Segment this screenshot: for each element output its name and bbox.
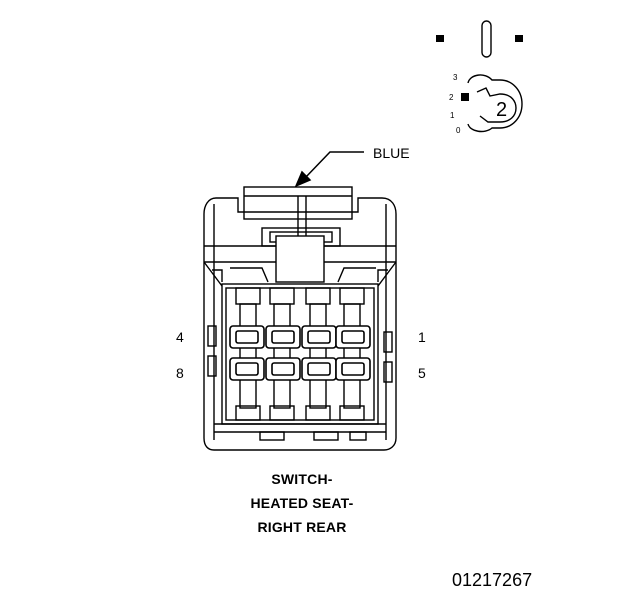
- connector-title-line-2: HEATED SEAT-: [251, 495, 354, 511]
- side-key-right-top: [383, 331, 393, 353]
- terminal-column: [339, 287, 365, 421]
- lock-lever: [275, 235, 325, 283]
- pin-label-top-right: 1: [418, 329, 426, 345]
- pin-label-bottom-left: 8: [176, 365, 184, 381]
- pin-label-bottom-right: 5: [418, 365, 426, 381]
- key-slot-icon: [481, 20, 492, 58]
- pin-cavity-8: [229, 357, 265, 381]
- connector-body: [203, 186, 397, 451]
- pin-cavity-4: [229, 325, 265, 349]
- ring-number-1: 1: [450, 111, 455, 120]
- pin-cavity-3: [265, 325, 301, 349]
- orientation-icon: [436, 20, 523, 133]
- pin-cavity-5: [335, 357, 371, 381]
- bottom-notch-left: [259, 431, 285, 441]
- connector-title-line-1: SWITCH-: [271, 471, 332, 487]
- side-key-right-bottom: [383, 361, 393, 383]
- pin-cavity-6: [301, 357, 337, 381]
- key-dot-left-icon: [436, 35, 444, 42]
- key-dot-right-icon: [515, 35, 523, 42]
- color-callout-leader: [294, 151, 364, 188]
- side-key-left-top: [207, 325, 217, 347]
- pin-cavity-2: [301, 325, 337, 349]
- terminal-column: [235, 287, 261, 421]
- position-marker-icon: [461, 93, 469, 101]
- pin-label-top-left: 4: [176, 329, 184, 345]
- key-number: 2: [496, 99, 507, 121]
- side-key-left-bottom: [207, 355, 217, 377]
- connector-shell: [203, 197, 397, 451]
- ring-number-0: 0: [456, 126, 461, 135]
- cavity-row-bottom: [229, 357, 371, 381]
- ring-number-2: 2: [449, 93, 454, 102]
- rotary-ring-icon: [467, 74, 523, 133]
- bottom-notch-right: [349, 431, 367, 441]
- bottom-notch-center: [313, 431, 339, 441]
- rotary-knob-icon: [476, 87, 517, 123]
- cavity-row-top: [229, 325, 371, 349]
- terminal-column: [269, 287, 295, 421]
- terminal-columns: [235, 287, 365, 421]
- ring-number-3: 3: [453, 73, 458, 82]
- connector-title-line-3: RIGHT REAR: [257, 519, 346, 535]
- pin-cavity-7: [265, 357, 301, 381]
- terminal-column: [305, 287, 331, 421]
- pin-cavity-1: [335, 325, 371, 349]
- cavity-area: [221, 283, 379, 425]
- figure-number: 01217267: [452, 570, 532, 590]
- color-callout-label: BLUE: [373, 145, 410, 161]
